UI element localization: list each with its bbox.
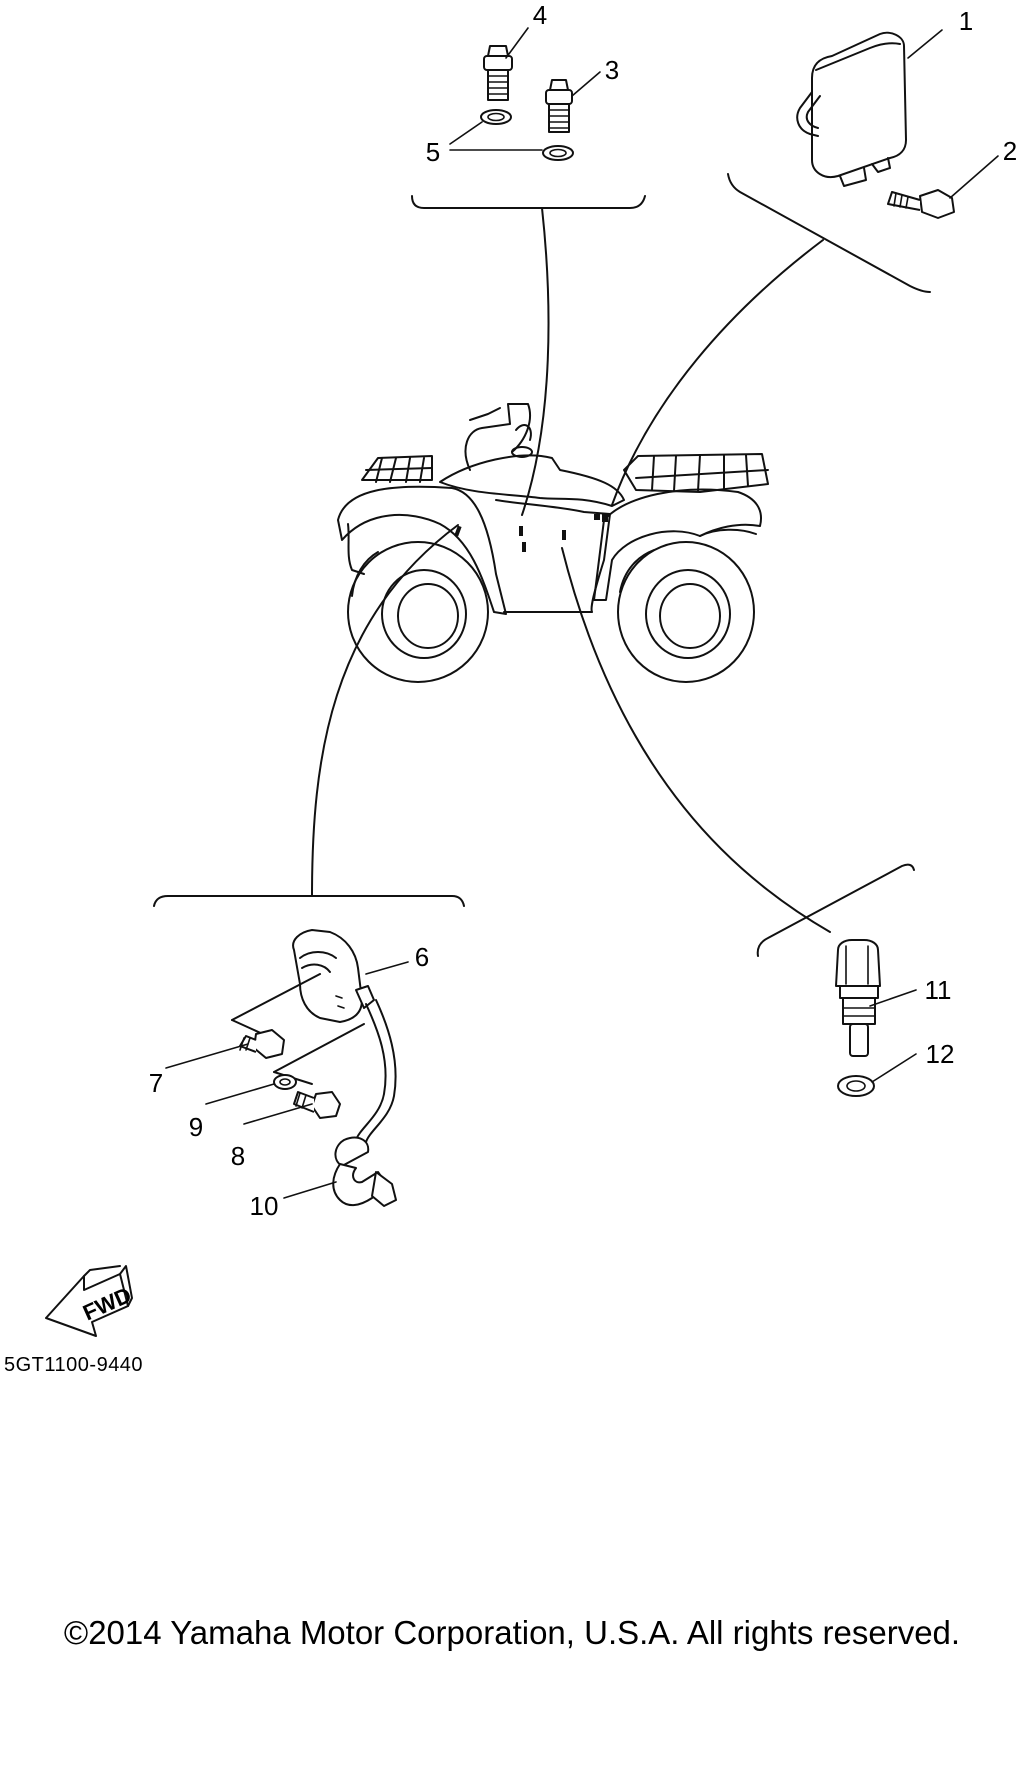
- callout-2: 2: [1003, 136, 1017, 166]
- part-9-washer: [273, 1074, 297, 1090]
- callout-9: 9: [189, 1112, 203, 1142]
- callout-5: 5: [426, 137, 440, 167]
- callout-12: 12: [926, 1039, 955, 1069]
- callout-leaders: [165, 27, 999, 1199]
- callout-1: 1: [959, 6, 973, 36]
- part-3-switch: [545, 79, 573, 133]
- part-4-switch: [483, 45, 513, 101]
- part-10-plug-cap: [332, 1136, 397, 1207]
- callout-7: 7: [149, 1068, 163, 1098]
- part-7-bolt: [239, 1029, 285, 1059]
- group-brackets: [153, 173, 931, 957]
- leader-curves: [311, 207, 831, 933]
- part-6-lead-wire: [355, 999, 397, 1143]
- callout-6: 6: [415, 942, 429, 972]
- part-5-washers: [480, 109, 574, 161]
- callout-10: 10: [250, 1191, 279, 1221]
- callout-8: 8: [231, 1141, 245, 1171]
- atv-illustration: [337, 403, 769, 683]
- callout-4: 4: [533, 0, 547, 30]
- callout-3: 3: [605, 55, 619, 85]
- part-2-bolt: [887, 189, 955, 219]
- part-8-bolt: [293, 1091, 341, 1119]
- part-12-gasket: [837, 1075, 875, 1097]
- part-11-sensor: [835, 939, 881, 1057]
- copyright-notice: ©2014 Yamaha Motor Corporation, U.S.A. A…: [63, 1614, 961, 1651]
- diagram-code: 5GT1100-9440: [4, 1354, 144, 1376]
- callout-numbers: 1 2 3 4 5 6 7 8 9 10 11 12: [149, 0, 1017, 1221]
- part-1-control-unit: [796, 31, 907, 187]
- part-6-ignition-coil: [292, 929, 375, 1023]
- fwd-arrow-icon: FWD: [45, 1265, 135, 1337]
- callout-11: 11: [925, 975, 952, 1005]
